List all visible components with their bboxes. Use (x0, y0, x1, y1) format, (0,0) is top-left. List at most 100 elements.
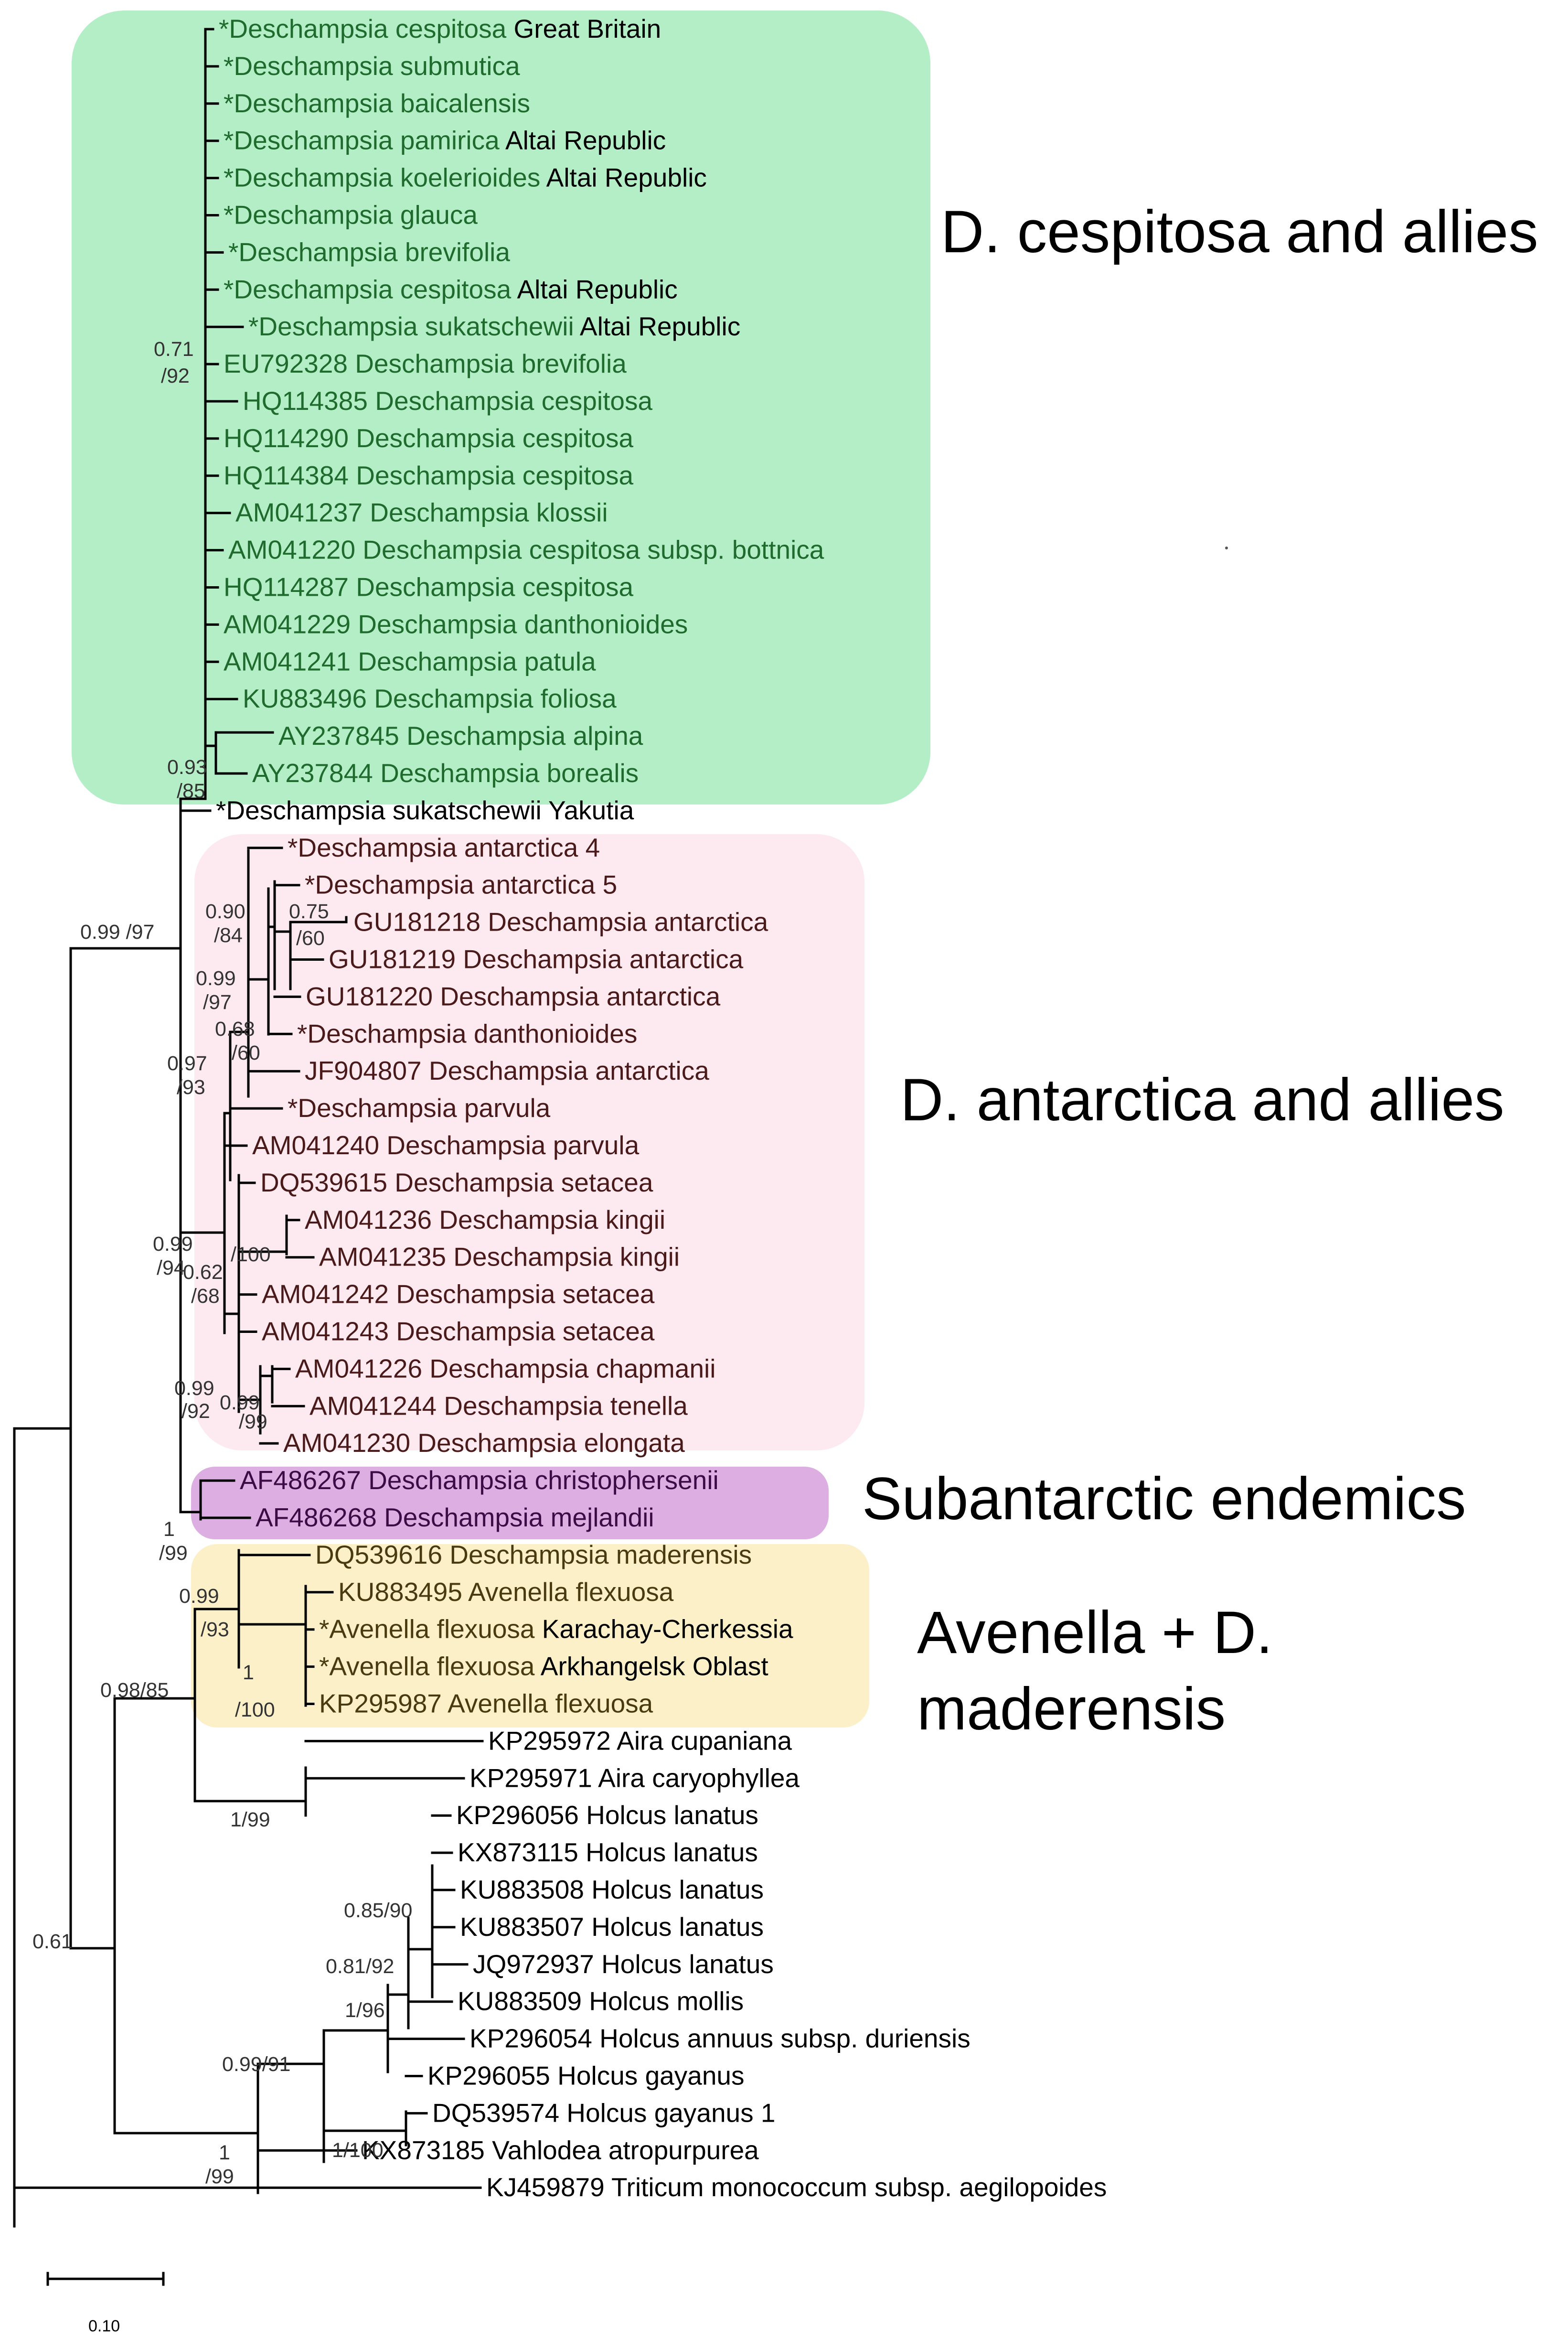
tip-taxon-name: *Deschampsia cespitosa (224, 274, 512, 304)
tip-taxon-name: KP295972 Aira cupaniana (488, 1726, 792, 1755)
tip-label: AM041241 Deschampsia patula (224, 646, 596, 676)
tip-taxon-name: *Deschampsia submutica (224, 51, 520, 81)
tip-taxon-name: *Deschampsia danthonioides (297, 1019, 637, 1048)
tip-taxon-name: GU181218 Deschampsia antarctica (353, 907, 768, 937)
tip-label: KJ459879 Triticum monococcum subsp. aegi… (486, 2172, 1107, 2202)
support-value: /85 (177, 780, 205, 803)
group-label-cespitosa: D. cespitosa and allies (941, 199, 1538, 265)
support-value: /93 (201, 1618, 229, 1641)
support-value: /84 (214, 924, 243, 947)
tip-label: *Deschampsia koelerioides Altai Republic (224, 163, 707, 193)
tip-taxon-name: DQ539615 Deschampsia setacea (260, 1168, 653, 1197)
tip-label: AM041229 Deschampsia danthonioides (224, 609, 688, 639)
tip-labels: *Deschampsia cespitosa Great Britain*Des… (216, 14, 1107, 2202)
support-value: 0.75 (289, 900, 329, 923)
tip-label: *Deschampsia parvula (288, 1093, 551, 1123)
tip-label: AF486268 Deschampsia mejlandii (256, 1503, 654, 1532)
support-value: 0.85/90 (344, 1899, 412, 1922)
tip-label: KP295972 Aira cupaniana (488, 1726, 792, 1755)
antarctica-clade-box (194, 834, 864, 1450)
tip-label: GU181219 Deschampsia antarctica (329, 945, 744, 974)
tip-taxon-name: GU181220 Deschampsia antarctica (306, 981, 721, 1011)
tip-label: HQ114385 Deschampsia cespitosa (243, 386, 652, 416)
group-label-subantarctic: Subantarctic endemics (862, 1466, 1466, 1532)
tip-taxon-name: *Deschampsia pamirica (224, 126, 500, 155)
support-value: 1/100 (332, 2139, 384, 2162)
tip-taxon-name: KX873115 Holcus lanatus (458, 1837, 758, 1867)
tip-label: *Avenella flexuosa Arkhangelsk Oblast (319, 1652, 768, 1681)
tip-label: DQ539574 Holcus gayanus 1 (432, 2098, 776, 2127)
tip-locality: Arkhangelsk Oblast (535, 1652, 768, 1681)
tip-label: DQ539616 Deschampsia maderensis (315, 1540, 752, 1569)
scale-bar-label: 0.10 (88, 2317, 120, 2335)
tip-taxon-name: AF486267 Deschampsia christophersenii (240, 1465, 719, 1495)
tip-label: KP295971 Aira caryophyllea (469, 1763, 800, 1793)
tip-taxon-name: AM041229 Deschampsia danthonioides (224, 609, 688, 639)
tip-taxon-name: *Deschampsia parvula (288, 1093, 551, 1123)
tip-taxon-name: AM041237 Deschampsia klossii (235, 498, 608, 527)
tip-taxon-name: *Deschampsia antarctica 4 (288, 833, 600, 862)
group-label-avenella-line2: maderensis (917, 1676, 1226, 1742)
tip-taxon-name: DQ539616 Deschampsia maderensis (315, 1540, 752, 1569)
tip-label: *Deschampsia sukatschewii Yakutia (216, 795, 634, 825)
tip-taxon-name: KU883507 Holcus lanatus (460, 1912, 764, 1942)
tip-taxon-name: AY237844 Deschampsia borealis (252, 758, 639, 788)
tip-taxon-name: AF486268 Deschampsia mejlandii (256, 1503, 654, 1532)
support-value: /99 (239, 1410, 267, 1433)
tip-taxon-name: KJ459879 Triticum monococcum subsp. aegi… (486, 2172, 1107, 2202)
tip-locality: Yakutia (542, 795, 634, 825)
group-label-avenella: Avenella + D. (917, 1599, 1273, 1666)
tip-taxon-name: *Deschampsia sukatschewii (216, 795, 542, 825)
tip-locality: Altai Republic (540, 163, 707, 193)
tip-taxon-name: AM041230 Deschampsia elongata (283, 1428, 685, 1458)
tip-label: AM041237 Deschampsia klossii (235, 498, 608, 527)
support-value: 0.62 (183, 1261, 223, 1284)
support-value: /92 (161, 365, 190, 387)
tip-taxon-name: KP295987 Avenella flexuosa (319, 1689, 653, 1718)
support-value: 0.99 /97 (80, 921, 154, 944)
tip-label: AM041243 Deschampsia setacea (262, 1317, 655, 1346)
support-value: /99 (205, 2165, 234, 2188)
tip-label: *Deschampsia antarctica 4 (288, 833, 600, 862)
tip-taxon-name: KU883495 Avenella flexuosa (338, 1577, 674, 1607)
tip-label: *Deschampsia danthonioides (297, 1019, 637, 1048)
tip-label: AY237845 Deschampsia alpina (278, 721, 643, 751)
support-values: 0.71 /92 0.93 /85 0.99 /97 0.90 /84 0.75… (32, 338, 412, 2188)
support-value: /92 (181, 1400, 210, 1423)
tip-taxon-name: DQ539574 Holcus gayanus 1 (432, 2098, 776, 2127)
tip-taxon-name: EU792328 Deschampsia brevifolia (224, 349, 627, 378)
tip-label: GU181218 Deschampsia antarctica (353, 907, 768, 937)
support-value: 1 (163, 1518, 175, 1541)
tip-taxon-name: HQ114290 Deschampsia cespitosa (224, 423, 633, 453)
tip-taxon-name: HQ114384 Deschampsia cespitosa (224, 461, 633, 490)
support-value: /93 (177, 1076, 205, 1099)
group-label-antarctica: D. antarctica and allies (900, 1067, 1504, 1133)
tip-label: KP296054 Holcus annuus subsp. duriensis (469, 2024, 971, 2053)
tip-taxon-name: AY237845 Deschampsia alpina (278, 721, 643, 751)
support-value: /99 (159, 1542, 188, 1565)
support-value: 0.99 (174, 1377, 214, 1400)
tip-label: HQ114290 Deschampsia cespitosa (224, 423, 633, 453)
tip-label: AM041240 Deschampsia parvula (252, 1130, 640, 1160)
tip-taxon-name: KP296054 Holcus annuus subsp. duriensis (469, 2024, 971, 2053)
tip-label: AM041244 Deschampsia tenella (309, 1391, 688, 1420)
tip-taxon-name: *Deschampsia cespitosa (219, 14, 507, 43)
tip-label: EU792328 Deschampsia brevifolia (224, 349, 627, 378)
support-value: /97 (203, 991, 232, 1014)
tip-locality: Altai Republic (511, 274, 678, 304)
tip-taxon-name: KU883496 Deschampsia foliosa (243, 684, 617, 713)
tip-label: AM041236 Deschampsia kingii (305, 1205, 665, 1234)
support-value: 0.99 (153, 1233, 193, 1256)
tip-label: *Deschampsia baicalensis (224, 88, 530, 118)
tip-taxon-name: HQ114287 Deschampsia cespitosa (224, 572, 633, 602)
tip-label: AM041235 Deschampsia kingii (319, 1242, 680, 1272)
tree-branches (13, 28, 484, 2228)
avenella-clade-box (191, 1544, 869, 1728)
tip-label: KU883509 Holcus mollis (458, 1986, 744, 2016)
tip-label: *Deschampsia pamirica Altai Republic (224, 126, 666, 155)
tip-label: KU883508 Holcus lanatus (460, 1875, 764, 1904)
tip-label: *Deschampsia cespitosa Altai Republic (224, 274, 678, 304)
tip-locality: Karachay-Cherkessia (535, 1614, 793, 1644)
tip-taxon-name: KP296055 Holcus gayanus (427, 2061, 745, 2091)
